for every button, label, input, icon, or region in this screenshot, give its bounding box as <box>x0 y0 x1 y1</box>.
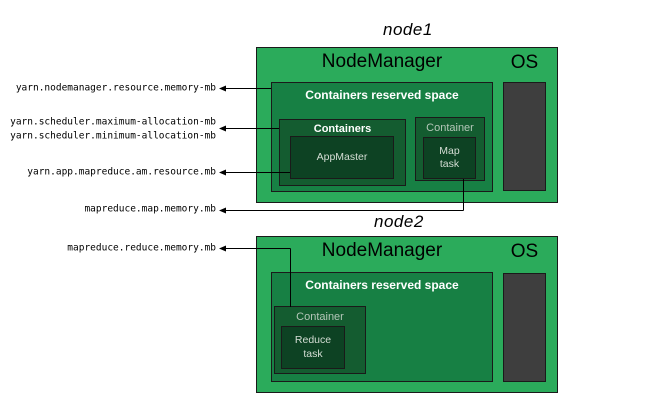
node2-os-label: OS <box>510 241 539 262</box>
node2-title: node2 <box>374 212 424 231</box>
config-label-map-memory: mapreduce.map.memory.mb <box>84 203 216 215</box>
config-label-am-resource: yarn.app.mapreduce.am.resource.mb <box>27 166 216 178</box>
node2-os-rect <box>503 273 546 382</box>
node2-container-label: Container <box>296 311 344 323</box>
config-label-reduce-memory: mapreduce.reduce.memory.mb <box>67 242 216 254</box>
node1-os-rect <box>503 82 546 191</box>
node1-map-task-box: Map task <box>423 137 476 179</box>
config-label-scheduler-max: yarn.scheduler.maximum-allocation-mb <box>10 116 216 128</box>
node1-nodemanager-label: NodeManager <box>321 51 443 72</box>
node2-reduce-task-box: Reduce task <box>281 326 345 369</box>
node1-reserved-space-label: Containers reserved space <box>305 88 459 102</box>
node2-reserved-space-label: Containers reserved space <box>305 278 459 292</box>
node1-os-label: OS <box>510 52 539 73</box>
node1-container-label: Container <box>426 122 474 134</box>
config-label-scheduler-min: yarn.scheduler.minimum-allocation-mb <box>10 130 216 142</box>
node1-title: node1 <box>383 20 433 39</box>
node1-appmaster-box: AppMaster <box>290 136 394 179</box>
node1-containers-label: Containers <box>313 123 372 135</box>
node2-nodemanager-label: NodeManager <box>321 240 443 261</box>
config-label-nodemanager-memory: yarn.nodemanager.resource.memory-mb <box>15 82 216 94</box>
